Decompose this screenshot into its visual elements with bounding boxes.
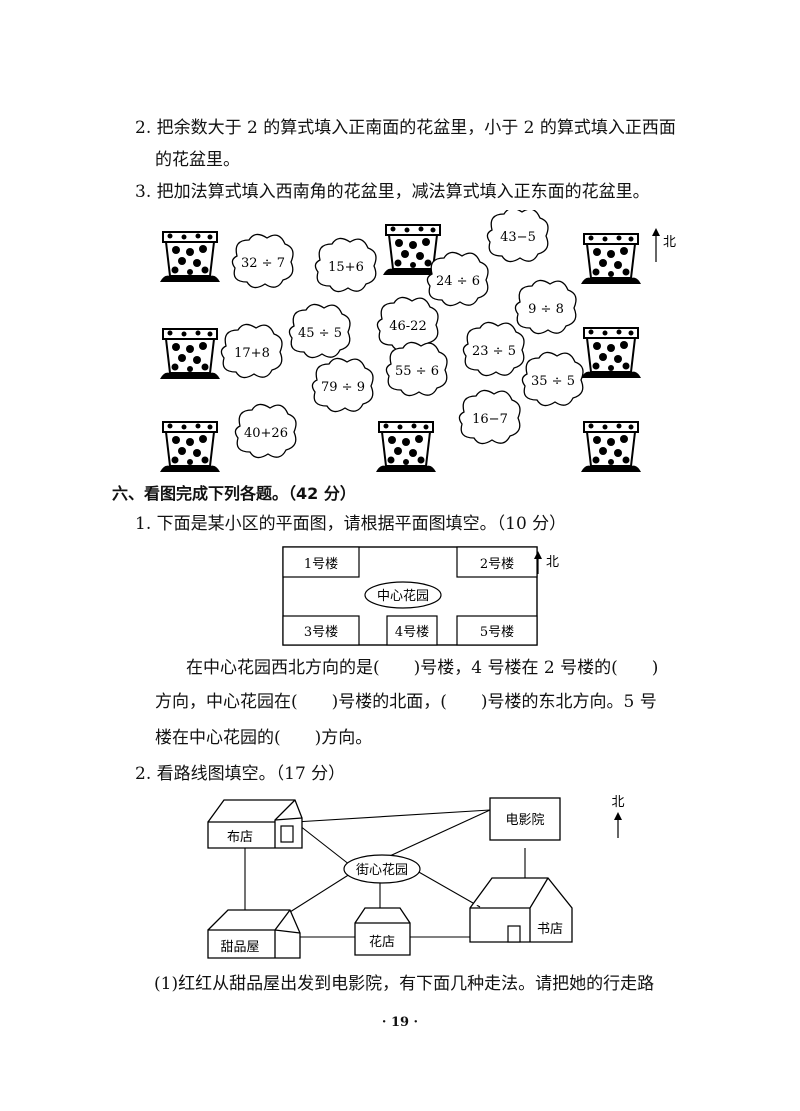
building-3-label: 3号楼 — [304, 625, 338, 640]
calculation-expression: 35 ÷ 5 — [531, 374, 575, 389]
flower-pot — [580, 327, 642, 379]
calculation-expression: 17+8 — [234, 346, 270, 361]
page-number: · 19 · — [381, 1015, 419, 1030]
street-garden-label: 街心花园 — [356, 862, 408, 878]
calculation-expression: 23 ÷ 5 — [472, 344, 516, 359]
north-arrow-icon — [652, 228, 660, 236]
building-1-label: 1号楼 — [304, 557, 338, 572]
q2-title: 2. 看路线图填空。（17 分） — [135, 764, 346, 784]
calculation-expression: 40+26 — [244, 426, 288, 441]
street-garden — [343, 854, 421, 884]
calculation-expression: 55 ÷ 6 — [395, 364, 439, 379]
north-label: 北 — [663, 235, 676, 250]
calculation-expression: 43−5 — [500, 230, 536, 245]
north-label: 北 — [546, 555, 559, 570]
north-label: 北 — [611, 795, 624, 810]
flower-shop-label: 花店 — [369, 934, 395, 950]
q1-text-line2: 方向，中心花园在( )号楼的北面，( )号楼的东北方向。5 号 — [155, 692, 657, 712]
q5-item2-line1: 2. 把余数大于 2 的算式填入正南面的花盆里，小于 2 的算式填入正西面 — [135, 118, 676, 138]
cinema-label: 电影院 — [505, 813, 544, 828]
building-4 — [386, 615, 438, 646]
flower-pot — [159, 328, 221, 380]
calculation-expression: 9 ÷ 8 — [528, 302, 564, 317]
flowerpot-figure: 32 ÷ 7 15+6 43−5 24 ÷ 6 45 ÷ 5 46-22 9 ÷ 8 17+8… — [159, 210, 676, 473]
section6-heading: 六、看图完成下列各题。（42 分） — [112, 484, 356, 503]
q1-title: 1. 下面是某小区的平面图，请根据平面图填空。（10 分） — [135, 514, 567, 534]
book-store-label: 书店 — [537, 922, 563, 937]
q1-text-line1: 在中心花园西北方向的是( )号楼，4 号楼在 2 号楼的( ) — [186, 658, 659, 678]
flower-pot — [580, 421, 642, 473]
building-5 — [456, 615, 538, 646]
residential-plan: 1号楼 2号楼 3号楼 4号楼 5号楼 中心花园 北 — [282, 546, 559, 646]
sweet-shop-house — [207, 909, 301, 959]
calculation-expression: 79 ÷ 9 — [321, 380, 365, 395]
calculation-expression: 16−7 — [472, 412, 508, 427]
central-garden — [364, 581, 442, 609]
calculation-expression: 15+6 — [328, 260, 364, 275]
q5-item3: 3. 把加法算式填入西南角的花盆里，减法算式填入正东面的花盆里。 — [135, 182, 650, 202]
flower-pot — [375, 421, 437, 473]
cloth-shop-house — [207, 799, 303, 849]
calculation-expression: 45 ÷ 5 — [298, 326, 342, 341]
q2-sub1: (1)红红从甜品屋出发到电影院，有下面几种走法。请把她的行走路 — [154, 974, 655, 994]
flower-pot — [159, 231, 221, 283]
calculation-expression: 32 ÷ 7 — [241, 256, 285, 271]
calculation-expression: 24 ÷ 6 — [436, 274, 480, 289]
sweet-shop-label: 甜品屋 — [220, 939, 259, 955]
building-2-label: 2号楼 — [480, 557, 514, 572]
central-garden-label: 中心花园 — [377, 588, 429, 604]
building-5-label: 5号楼 — [480, 625, 514, 640]
flower-pot — [580, 233, 642, 285]
cinema-building — [489, 797, 561, 841]
building-1 — [282, 546, 360, 578]
q1-text-line3: 楼在中心花园的( )方向。 — [155, 728, 373, 748]
building-4-label: 4号楼 — [395, 625, 429, 640]
flower-pot — [159, 421, 221, 473]
cloth-shop-label: 布店 — [227, 830, 253, 845]
flower-shop-house — [354, 907, 411, 956]
book-store-house — [469, 877, 573, 943]
north-arrow-icon — [614, 812, 622, 820]
building-2 — [456, 546, 538, 578]
route-map: 布店 电影院 街心花园 甜品屋 花店 书店 北 — [207, 795, 625, 959]
calculation-expression: 46-22 — [389, 319, 426, 334]
north-arrow-icon — [534, 551, 542, 559]
q5-item2-line2: 的花盆里。 — [155, 150, 240, 170]
building-3 — [282, 615, 360, 646]
